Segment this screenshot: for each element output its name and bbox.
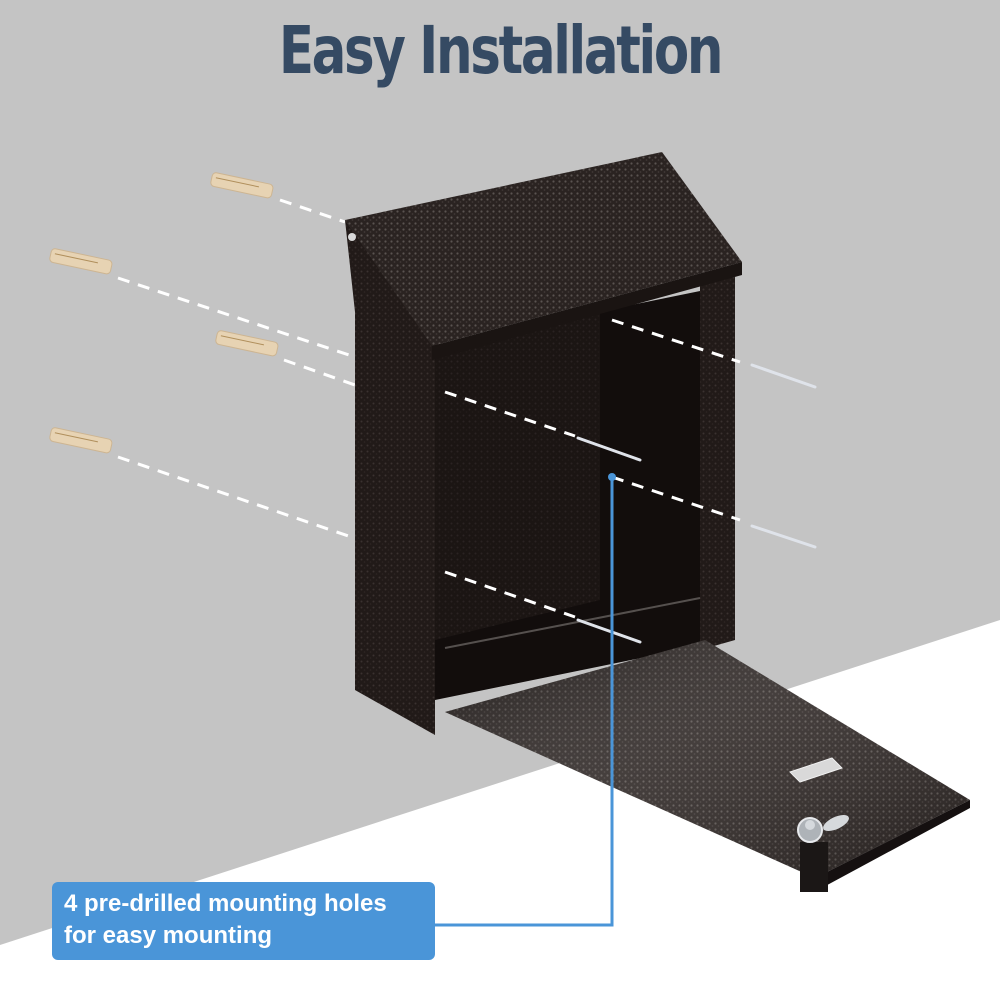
wall-anchors bbox=[49, 172, 279, 454]
page-title: Easy Installation bbox=[278, 12, 724, 89]
leader-line bbox=[435, 477, 614, 927]
guide-lines-right bbox=[444, 318, 741, 619]
guide-lines-left bbox=[117, 198, 361, 542]
feature-callout: 4 pre-drilled mounting holes for easy mo… bbox=[52, 882, 435, 960]
screws bbox=[576, 363, 817, 644]
mailbox-right-edge bbox=[700, 270, 735, 650]
callout-line-2: for easy mounting bbox=[64, 922, 273, 949]
mailbox-roof bbox=[345, 152, 742, 346]
mailbox-side bbox=[345, 220, 435, 735]
nameplate-window bbox=[789, 757, 843, 783]
lock-icon bbox=[797, 814, 849, 892]
mounting-hole-marker bbox=[608, 473, 616, 481]
callout-line-1: 4 pre-drilled mounting holes bbox=[64, 890, 387, 917]
